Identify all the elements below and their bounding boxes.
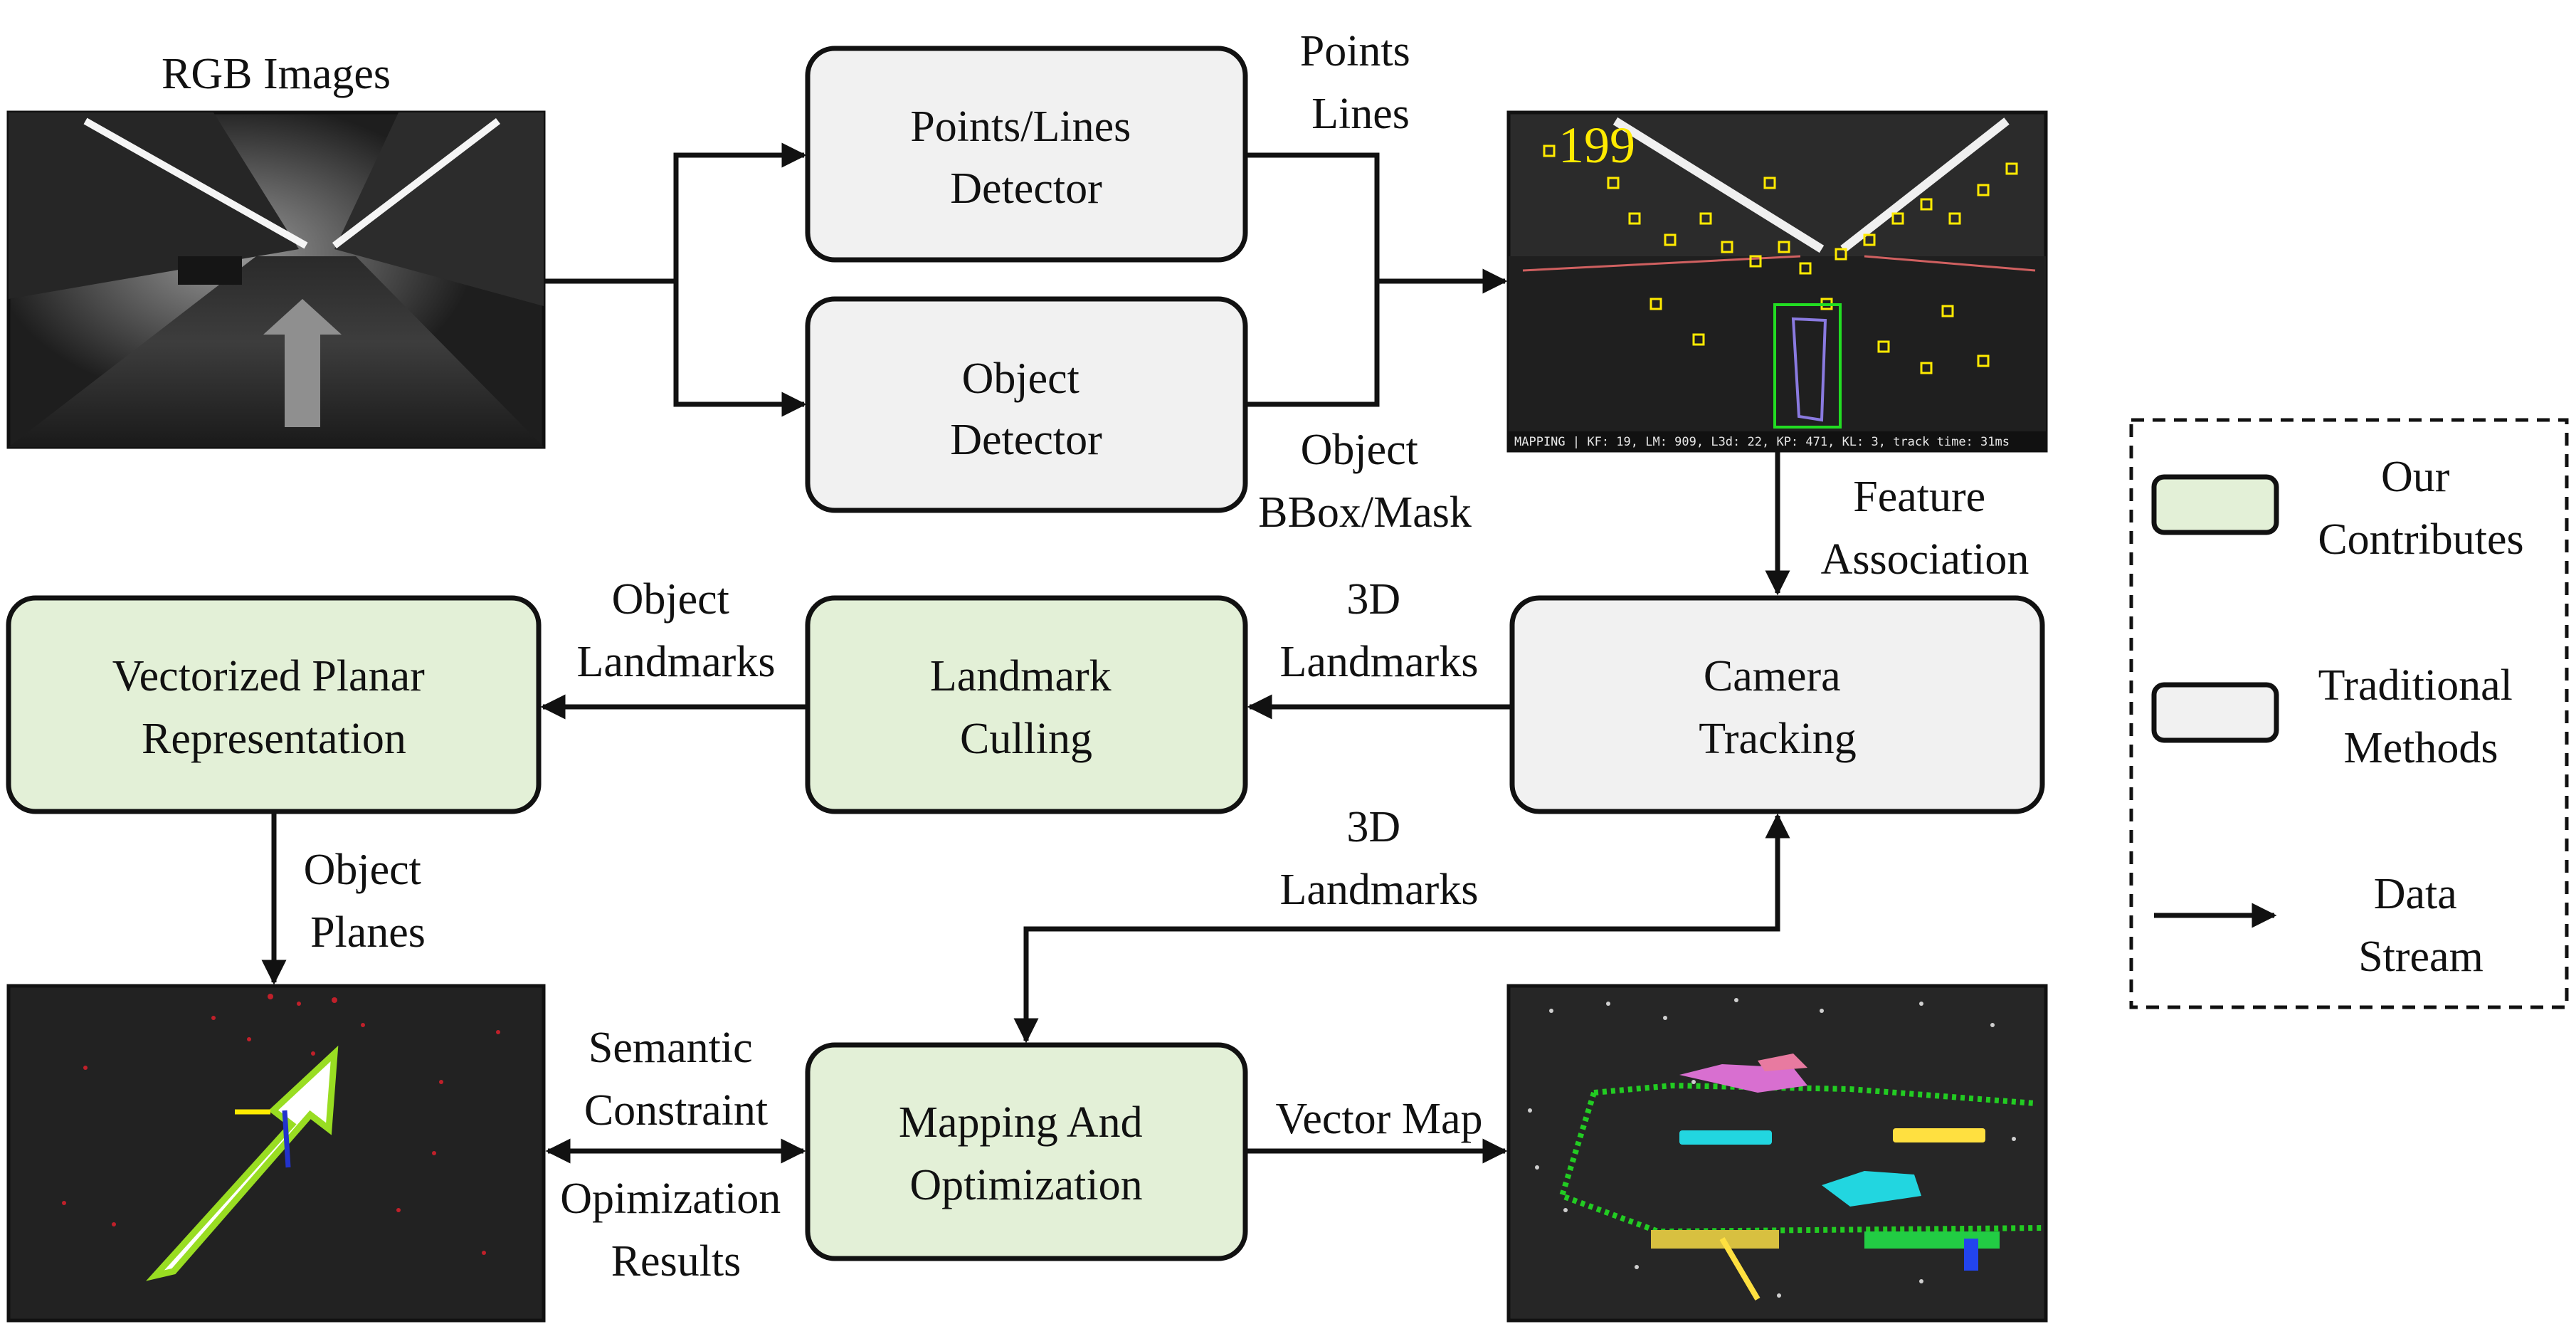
legend-ours-swatch <box>2151 474 2279 535</box>
rgb-image <box>6 110 546 449</box>
object-detector-line1: Object <box>962 354 1080 403</box>
svg-text:Camera Tracking: Camera Tracking <box>1699 652 1857 763</box>
legend-data-stream-line2: Stream <box>2358 932 2483 981</box>
svg-text:Opimization Results: Opimization Results <box>560 1175 791 1286</box>
legend-ours-line2: Contributes <box>2318 515 2523 564</box>
mapping-optimization-box <box>805 1042 1248 1261</box>
frame-counter: 199 <box>1558 117 1635 174</box>
svg-text:Points/Lines Detector: Points/Lines Detector <box>910 103 1142 213</box>
feature-label-line2: Association <box>1821 535 2029 584</box>
feature-points <box>1543 145 2018 374</box>
points-lines-detector-box <box>805 46 1248 263</box>
svg-text:Our Contributes: Our Contributes <box>2318 453 2523 564</box>
landmark-culling-line2: Culling <box>960 715 1092 763</box>
svg-text:Traditional Methods: Traditional Methods <box>2318 661 2524 772</box>
object-landmarks-line1: Object <box>612 575 729 624</box>
camera-tracking-line1: Camera <box>1704 652 1841 700</box>
svg-text:Semantic Constraint: Semantic Constraint <box>584 1024 768 1135</box>
landmarks3d-bottom-line2: Landmarks <box>1280 866 1479 914</box>
vectorized-planar-line1: Vectorized Planar <box>112 652 425 700</box>
optimization-results-line1: Opimization <box>560 1175 781 1223</box>
object-detector-box <box>805 296 1248 513</box>
object-landmarks-line2: Landmarks <box>577 638 776 686</box>
legend-frame <box>2129 418 2569 1009</box>
mapping-line1: Mapping And <box>899 1098 1143 1147</box>
camera-tracking-box <box>1509 595 2045 814</box>
object-planes-line2: Planes <box>310 908 426 957</box>
object-bbox <box>1773 303 1842 429</box>
rgb-to-object-arrow <box>673 281 807 417</box>
svg-text:3D Landmarks: 3D Landmarks <box>1280 803 1479 914</box>
object-planes-image <box>6 984 546 1323</box>
object-planes-line1: Object <box>304 846 421 894</box>
svg-text:Object BBox/Mask: Object BBox/Mask <box>1258 426 1472 537</box>
points-lines-detector-line1: Points/Lines <box>910 103 1131 151</box>
semantic-line1: Semantic <box>588 1024 753 1072</box>
vectorized-planar-line2: Representation <box>142 715 406 763</box>
feature-label-line1: Feature <box>1853 473 1985 521</box>
rgb-images-label: RGB Images <box>162 50 391 98</box>
vector-map-image <box>1506 984 2048 1323</box>
landmarks3d-top-line1: 3D <box>1346 575 1400 624</box>
rgb-split-arrow <box>544 142 807 284</box>
svg-text:3D Landmarks: 3D Landmarks <box>1280 575 1479 686</box>
status-bar: MAPPING | KF: 19, LM: 909, L3d: 22, KP: … <box>1514 435 2010 449</box>
landmark-culling-box <box>805 595 1248 814</box>
svg-text:Object Detector: Object Detector <box>950 354 1102 464</box>
legend-data-stream-line1: Data <box>2374 870 2457 918</box>
legend-traditional-line2: Methods <box>2344 724 2498 772</box>
camera-tracking-line2: Tracking <box>1699 715 1857 763</box>
lines-edge-label: Lines <box>1311 90 1410 138</box>
object-detector-line2: Detector <box>950 416 1102 464</box>
landmark-culling-line1: Landmark <box>930 652 1112 700</box>
points-edge-label: Points <box>1300 27 1410 75</box>
svg-text:Mapping And Optimization: Mapping And Optimization <box>899 1098 1154 1209</box>
landmarks3d-bottom-line1: 3D <box>1346 803 1400 851</box>
svg-text:Landmark Culling: Landmark Culling <box>930 652 1122 763</box>
svg-text:Data Stream: Data Stream <box>2358 870 2483 981</box>
legend-traditional-swatch <box>2151 682 2279 743</box>
svg-text:Object Landmarks: Object Landmarks <box>577 575 776 686</box>
object-edge-label: Object <box>1301 426 1418 474</box>
legend-traditional-line1: Traditional <box>2318 661 2513 710</box>
svg-text:Feature Association: Feature Association <box>1821 473 2029 584</box>
svg-text:Vectorized Planar Represen: Vectorized Planar Representation <box>112 652 436 763</box>
svg-text:Object Planes: Object Planes <box>304 846 433 957</box>
legend-ours-line1: Our <box>2381 453 2450 501</box>
semantic-line2: Constraint <box>584 1086 768 1135</box>
detectors-merge-arrow <box>1245 152 1508 294</box>
mapping-line2: Optimization <box>909 1161 1142 1209</box>
points-lines-detector-line2: Detector <box>950 164 1102 213</box>
optimization-results-line2: Results <box>611 1237 741 1286</box>
detection-result-image: 199 MAPPING | KF: 19, LM: 909, L3d: 22, … <box>1506 110 2048 453</box>
bbox-mask-edge-label: BBox/Mask <box>1258 488 1472 537</box>
svg-text:Points Lines: Points Lines <box>1300 27 1422 138</box>
vector-map-label: Vector Map <box>1276 1095 1483 1143</box>
tracking-mapping-bidirectional-arrow <box>1013 813 1790 1044</box>
landmarks3d-top-line2: Landmarks <box>1280 638 1479 686</box>
vectorized-planar-box <box>6 595 542 814</box>
object-to-merge-line <box>1245 281 1380 407</box>
